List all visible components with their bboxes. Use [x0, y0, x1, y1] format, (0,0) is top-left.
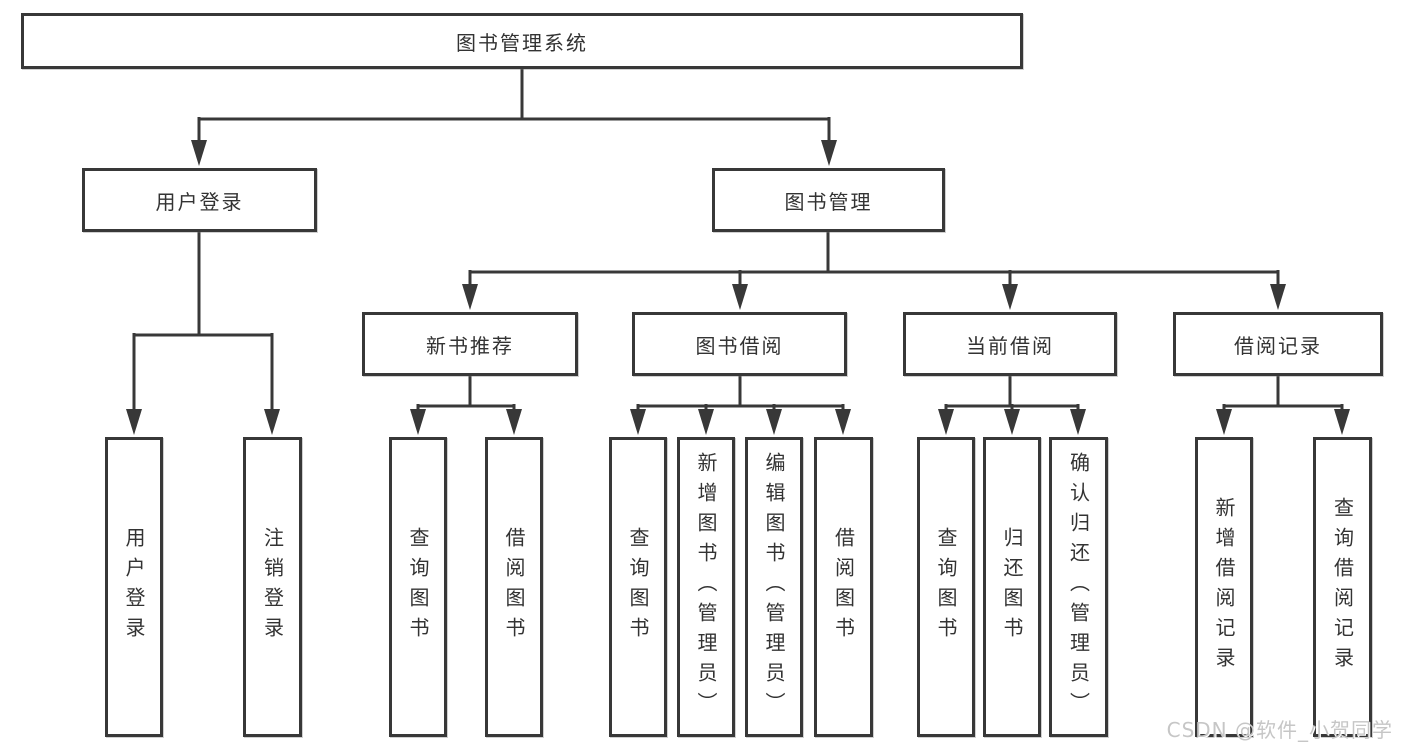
leaf-logout-label: 注销登录	[260, 527, 285, 647]
leaf-query-books-current: 查询图书	[917, 437, 975, 737]
leaf-logout: 注销登录	[243, 437, 302, 737]
node-current-borrowing-label: 当前借阅	[966, 333, 1054, 358]
node-new-book-recommendation-label: 新书推荐	[426, 333, 514, 358]
leaf-borrow-books-recommend-label: 借阅图书	[502, 527, 526, 647]
leaf-query-books-current-label: 查询图书	[934, 527, 958, 647]
node-user-login-label: 用户登录	[155, 189, 244, 214]
node-library-management-system-label: 图书管理系统	[456, 30, 588, 55]
leaf-borrow-books-label: 借阅图书	[831, 527, 856, 647]
leaf-edit-books-admin-label: 编辑图书（管理员）	[762, 452, 786, 722]
node-current-borrowing: 当前借阅	[903, 312, 1117, 376]
leaf-return-books: 归还图书	[983, 437, 1041, 737]
leaf-query-borrow-record-label: 查询借阅记录	[1330, 497, 1355, 677]
connector-borrowing-records-children	[1216, 374, 1350, 435]
leaf-user-login-label: 用户登录	[122, 527, 146, 647]
leaf-query-books-recommend-label: 查询图书	[406, 527, 430, 647]
node-borrowing-records-label: 借阅记录	[1234, 333, 1322, 358]
node-new-book-recommendation: 新书推荐	[362, 312, 578, 376]
connector-root-to-level2	[191, 67, 837, 166]
csdn-watermark: CSDN @软件_小贺同学	[1166, 718, 1393, 742]
node-book-borrowing: 图书借阅	[632, 312, 847, 376]
leaf-add-borrow-record-label: 新增借阅记录	[1212, 497, 1236, 677]
leaf-return-books-label: 归还图书	[1000, 527, 1024, 647]
leaf-query-books-recommend: 查询图书	[389, 437, 447, 737]
connector-book-management-children	[462, 230, 1286, 310]
connector-new-book-children	[410, 374, 522, 435]
leaf-query-books-borrowing-label: 查询图书	[626, 527, 650, 647]
leaf-borrow-books-recommend: 借阅图书	[485, 437, 543, 737]
node-user-login: 用户登录	[82, 168, 317, 232]
leaf-edit-books-admin: 编辑图书（管理员）	[745, 437, 803, 737]
node-borrowing-records: 借阅记录	[1173, 312, 1383, 376]
leaf-confirm-return-admin-label: 确认归还（管理员）	[1066, 452, 1091, 722]
leaf-borrow-books: 借阅图书	[814, 437, 873, 737]
node-library-management-system: 图书管理系统	[21, 13, 1023, 69]
leaf-add-books-admin: 新增图书（管理员）	[677, 437, 735, 737]
node-book-management-label: 图书管理	[784, 189, 873, 214]
connector-current-borrowing-children	[938, 374, 1086, 435]
leaf-add-books-admin-label: 新增图书（管理员）	[694, 452, 718, 722]
node-book-borrowing-label: 图书借阅	[695, 333, 784, 358]
connector-book-borrowing-children	[630, 374, 851, 435]
leaf-query-borrow-record: 查询借阅记录	[1313, 437, 1372, 737]
leaf-user-login: 用户登录	[105, 437, 163, 737]
leaf-add-borrow-record: 新增借阅记录	[1195, 437, 1253, 737]
node-book-management: 图书管理	[712, 168, 945, 232]
leaf-query-books-borrowing: 查询图书	[609, 437, 667, 737]
connector-user-login-children	[126, 230, 280, 435]
leaf-confirm-return-admin: 确认归还（管理员）	[1049, 437, 1108, 737]
